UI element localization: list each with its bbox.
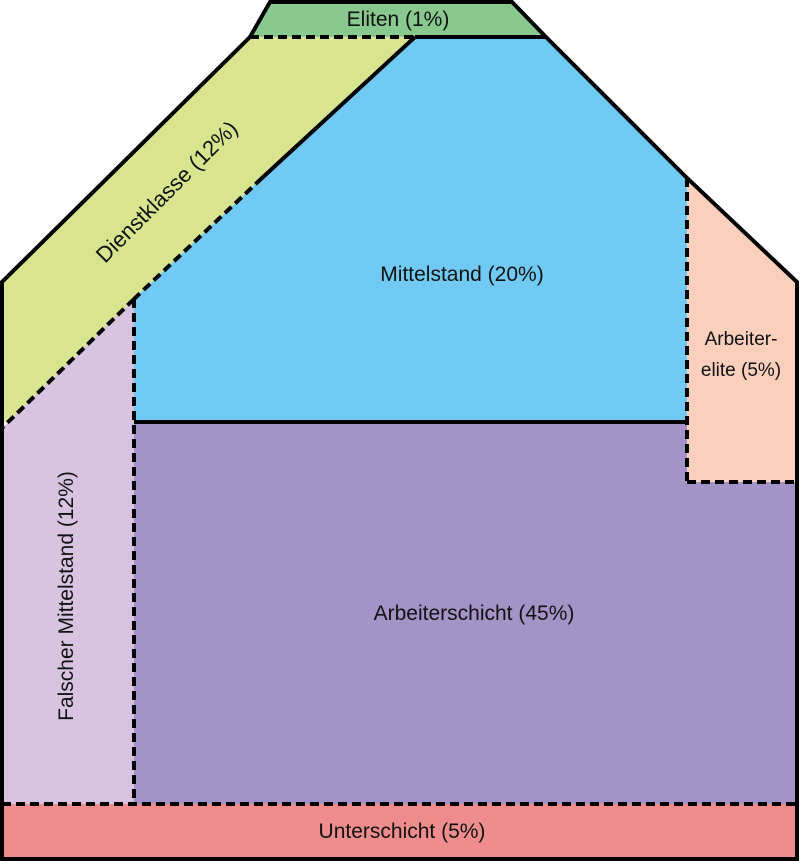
region-falscher-mittelstand [2, 299, 134, 804]
region-dienstklasse [2, 37, 415, 422]
region-arbeiterschicht [134, 422, 797, 804]
label-arbeiterelite-line1: Arbeiter- [705, 329, 778, 350]
label-eliten: Eliten (1%) [347, 8, 450, 31]
label-falscher-mittelstand: Falscher Mittelstand (12%) [55, 471, 78, 721]
label-arbeiterelite-line2: elite (5%) [701, 360, 781, 381]
dashed-boundaries [0, 35, 797, 806]
region-unterschicht [2, 804, 797, 859]
label-arbeiterschicht: Arbeiterschicht (45%) [374, 602, 575, 625]
label-unterschicht: Unterschicht (5%) [319, 820, 486, 843]
label-mittelstand: Mittelstand (20%) [380, 263, 543, 286]
region-arbeiterelite [687, 178, 797, 482]
region-mittelstand [134, 37, 687, 422]
region-eliten [250, 2, 546, 37]
